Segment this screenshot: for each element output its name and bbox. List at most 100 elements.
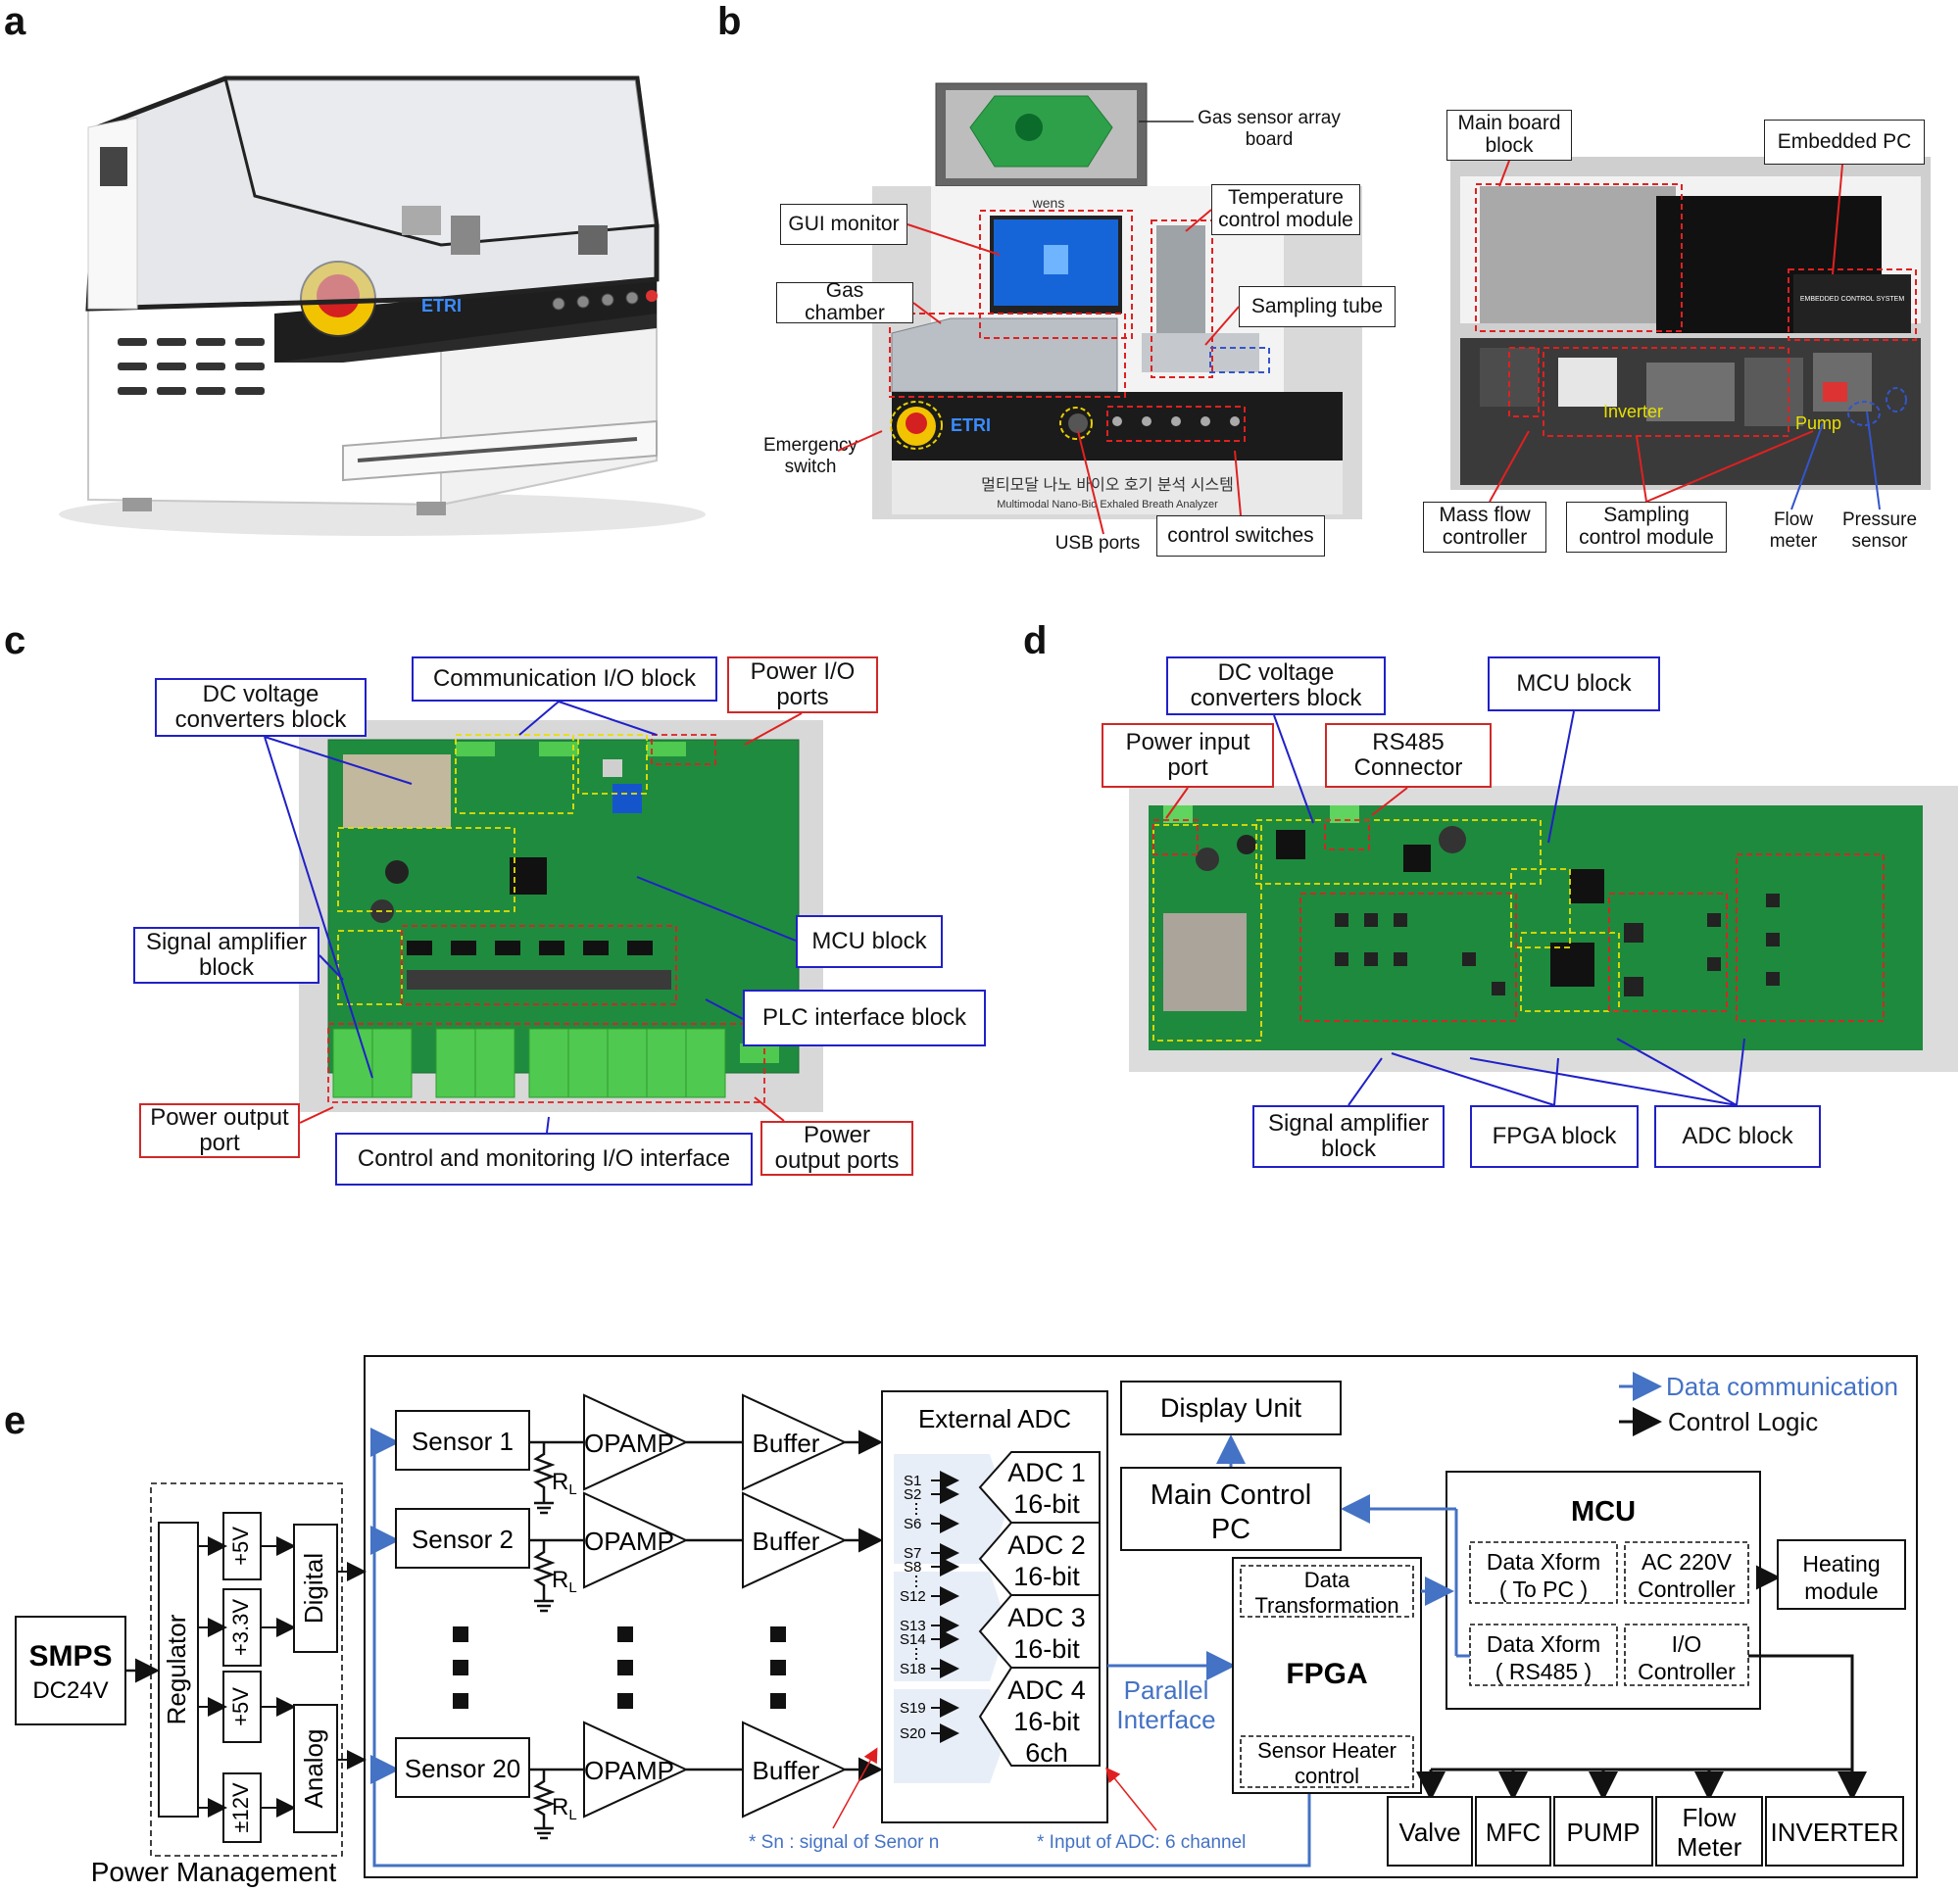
buffer-text-1: Buffer	[753, 1429, 820, 1458]
temperature-control-callout: Temperature control module	[1211, 184, 1360, 235]
c-control-monitor-callout: Control and monitoring I/O interface	[335, 1133, 753, 1186]
xform-pc-a-text: Data Xform	[1487, 1549, 1600, 1575]
parallel-b-text: Interface	[1116, 1705, 1215, 1734]
main-board-callout: Main board block	[1446, 110, 1572, 161]
s-label-10: S19	[900, 1700, 926, 1717]
d-rs485-callout: RS485 Connector	[1325, 723, 1492, 788]
sensor20-text: Sensor 20	[405, 1754, 521, 1783]
heating-b-text: module	[1804, 1578, 1878, 1604]
sensor1-text: Sensor 1	[412, 1427, 514, 1456]
s-label-1: S1	[904, 1473, 921, 1489]
display-unit-text: Display Unit	[1160, 1393, 1302, 1423]
power-management-box	[150, 1482, 343, 1857]
digital-text: Digital	[299, 1553, 328, 1624]
buffer-text-2: Buffer	[753, 1527, 820, 1556]
korean-title-text: 멀티모달 나노 바이오 호기 분석 시스템	[981, 476, 1234, 494]
adc2-a-text: ADC 2	[1007, 1530, 1086, 1560]
front-photo: ETRI 멀티모달 나노 바이오 호기 분석 시스템 Multimodal Na…	[872, 69, 1362, 519]
gas-sensor-array-label: Gas sensor array board	[1198, 108, 1341, 150]
c-signal-amp-callout: Signal amplifier block	[133, 927, 319, 984]
device-a-brand-text: ETRI	[421, 296, 462, 315]
d-mcu-callout: MCU block	[1488, 656, 1660, 711]
panel-label-c: c	[4, 619, 26, 662]
adc4-c-text: 6ch	[1025, 1738, 1068, 1768]
mass-flow-callout: Mass flow controller	[1423, 502, 1546, 553]
rl-text-1: RL	[552, 1469, 577, 1498]
flow-b-text: Meter	[1677, 1832, 1742, 1862]
parallel-a-text: Parallel	[1124, 1675, 1209, 1705]
panel-label-b: b	[717, 0, 742, 43]
xform-pc-b-text: ( To PC )	[1499, 1577, 1588, 1602]
block-diagram: Data communication Control Logic SMPS DC…	[15, 1355, 1918, 1887]
pressure-sensor-label: Pressure sensor	[1841, 509, 1918, 552]
io-b-text: Controller	[1638, 1659, 1736, 1684]
pump-text: PUMP	[1566, 1818, 1640, 1847]
d-fpga-callout: FPGA block	[1470, 1105, 1639, 1168]
d-adc-callout: ADC block	[1654, 1105, 1821, 1168]
c-mcu-callout: MCU block	[796, 915, 943, 968]
note-sn-text: * Sn : signal of Senor n	[749, 1832, 939, 1853]
adc-board-photo	[1129, 786, 1958, 1072]
external-adc-text: External ADC	[918, 1404, 1071, 1433]
c-plc-callout: PLC interface block	[743, 990, 986, 1046]
control-switches-callout: control switches	[1156, 515, 1325, 557]
inverter-photo-label: Inverter	[1603, 402, 1664, 421]
note-adc-text: * Input of ADC: 6 channel	[1037, 1832, 1246, 1853]
c-power-out-ports-callout: Power output ports	[760, 1121, 913, 1176]
wens-text: wens	[1032, 195, 1065, 211]
rl-text-3: RL	[552, 1794, 577, 1823]
c-dc-voltage-callout: DC voltage converters block	[155, 678, 367, 737]
fpga-text: FPGA	[1286, 1658, 1367, 1690]
s-label-9: S18	[900, 1661, 926, 1677]
v33-text: +3.3V	[228, 1599, 253, 1656]
xform-rs-b-text: ( RS485 )	[1495, 1659, 1592, 1684]
main-pc-a-text: Main Control	[1151, 1480, 1311, 1511]
internal-photo: EMBEDDED CONTROL SYSTEM	[1450, 157, 1931, 490]
v12-text: ±12V	[228, 1782, 253, 1833]
emergency-switch-label: Emergency switch	[762, 435, 858, 477]
panel-b-leaders	[837, 121, 1242, 535]
pump-photo-label: Pump	[1795, 413, 1842, 433]
embedded-pc-callout: Embedded PC	[1764, 120, 1925, 165]
v5a-text: +5V	[228, 1527, 253, 1566]
smps-sub-text: DC24V	[32, 1677, 108, 1704]
regulator-box	[158, 1522, 199, 1818]
s-label-2: S2	[904, 1486, 921, 1503]
adc4-b-text: 16-bit	[1013, 1707, 1080, 1736]
adc4-a-text: ADC 4	[1007, 1675, 1086, 1705]
d-signal-amp-callout: Signal amplifier block	[1252, 1105, 1445, 1168]
english-title-text: Multimodal Nano-Bio Exhaled Breath Analy…	[997, 499, 1218, 510]
sensor2-text: Sensor 2	[412, 1525, 514, 1554]
device-rendering: ETRI	[29, 69, 706, 539]
adc1-b-text: 16-bit	[1013, 1489, 1080, 1519]
sampling-control-callout: Sampling control module	[1566, 502, 1727, 553]
mfc-text: MFC	[1486, 1818, 1541, 1847]
embedded-box-label: EMBEDDED CONTROL SYSTEM	[1800, 296, 1904, 303]
xform-rs-a-text: Data Xform	[1487, 1631, 1600, 1657]
gas-chamber-callout: Gas chamber	[776, 279, 913, 324]
mcu-text: MCU	[1571, 1496, 1636, 1528]
c-comm-io-callout: Communication I/O block	[412, 656, 717, 702]
panel-label-a: a	[4, 0, 26, 43]
s-label-4: S7	[904, 1545, 921, 1562]
s-label-8: S14	[900, 1631, 926, 1648]
data-tr-b-text: Transformation	[1254, 1593, 1398, 1618]
s-label-11: S20	[900, 1725, 926, 1742]
inverter-text: INVERTER	[1771, 1818, 1899, 1847]
smps-box	[15, 1616, 126, 1725]
s-label-6: S12	[900, 1588, 926, 1605]
s-label-7: S13	[900, 1618, 926, 1634]
data-tr-a-text: Data	[1304, 1568, 1350, 1592]
adc2-b-text: 16-bit	[1013, 1562, 1080, 1591]
d-power-input-callout: Power input port	[1102, 723, 1274, 788]
main-pc-b-text: PC	[1211, 1514, 1250, 1545]
legend-control-text: Control Logic	[1668, 1407, 1818, 1436]
flow-meter-label: Flow meter	[1769, 509, 1818, 552]
adc1-a-text: ADC 1	[1007, 1458, 1086, 1487]
gui-monitor-callout: GUI monitor	[780, 204, 907, 245]
heater-a-text: Sensor Heater	[1257, 1738, 1396, 1763]
panel-c-leaders	[264, 701, 803, 1134]
legend-data-text: Data communication	[1666, 1372, 1898, 1401]
ac-b-text: Controller	[1638, 1577, 1736, 1602]
c-power-io-callout: Power I/O ports	[727, 656, 878, 713]
